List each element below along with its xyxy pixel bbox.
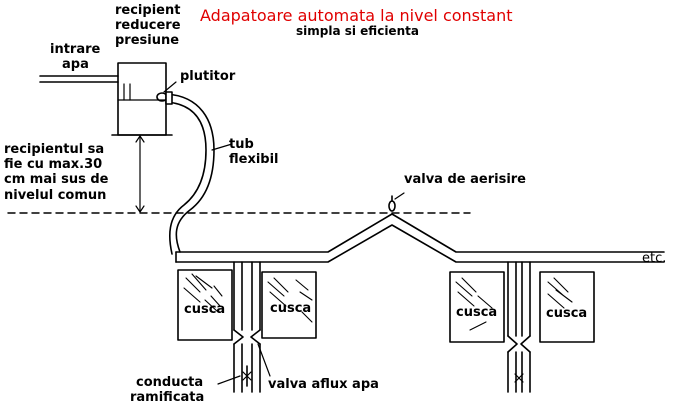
height-dimension: [135, 135, 145, 213]
branch-pipe-label-line2: ramificata: [130, 390, 205, 405]
cage-2: [261, 271, 317, 339]
cage-1-label: cusca: [184, 302, 226, 317]
tank-label-line3: presiune: [115, 33, 180, 48]
height-note-line2: fie cu max.30: [4, 157, 103, 172]
main-pipe: [175, 213, 665, 263]
hose-label-line1: tub: [229, 137, 254, 152]
float-label: plutitor: [180, 69, 236, 84]
inlet-pipe: [39, 75, 119, 83]
branch-pipe-left: [233, 261, 261, 393]
cage-3: [449, 271, 505, 343]
branch-pipe-label-line1: conducta: [136, 375, 204, 390]
cage-1: [177, 269, 233, 341]
cage-3-label: cusca: [456, 305, 498, 320]
label-pointers: [163, 81, 271, 385]
etc-label: etc.: [642, 251, 667, 266]
tank-label-line1: recipient: [115, 3, 181, 18]
pressure-reducing-tank: [111, 62, 173, 136]
tank-label-line2: reducere: [115, 18, 181, 33]
height-note-line4: nivelul comun: [4, 188, 107, 203]
height-note-line1: recipientul sa: [4, 142, 105, 157]
hose-label-line2: flexibil: [229, 152, 279, 167]
air-valve-label: valva de aerisire: [404, 172, 527, 187]
flow-valve-label: valva aflux apa: [268, 377, 379, 392]
cage-4: [539, 271, 595, 343]
inlet-label-line2: apa: [62, 57, 89, 72]
cage-2-label: cusca: [270, 301, 312, 316]
diagram-title: Adapatoare automata la nivel constant: [200, 6, 513, 25]
flexible-hose: [165, 91, 215, 255]
inlet-label-line1: intrare: [50, 42, 101, 57]
diagram-subtitle: simpla si eficienta: [296, 24, 419, 38]
cage-4-label: cusca: [546, 306, 588, 321]
height-note-line3: cm mai sus de: [4, 172, 109, 187]
air-valve: [388, 192, 405, 212]
branch-pipe-right: [507, 261, 531, 393]
